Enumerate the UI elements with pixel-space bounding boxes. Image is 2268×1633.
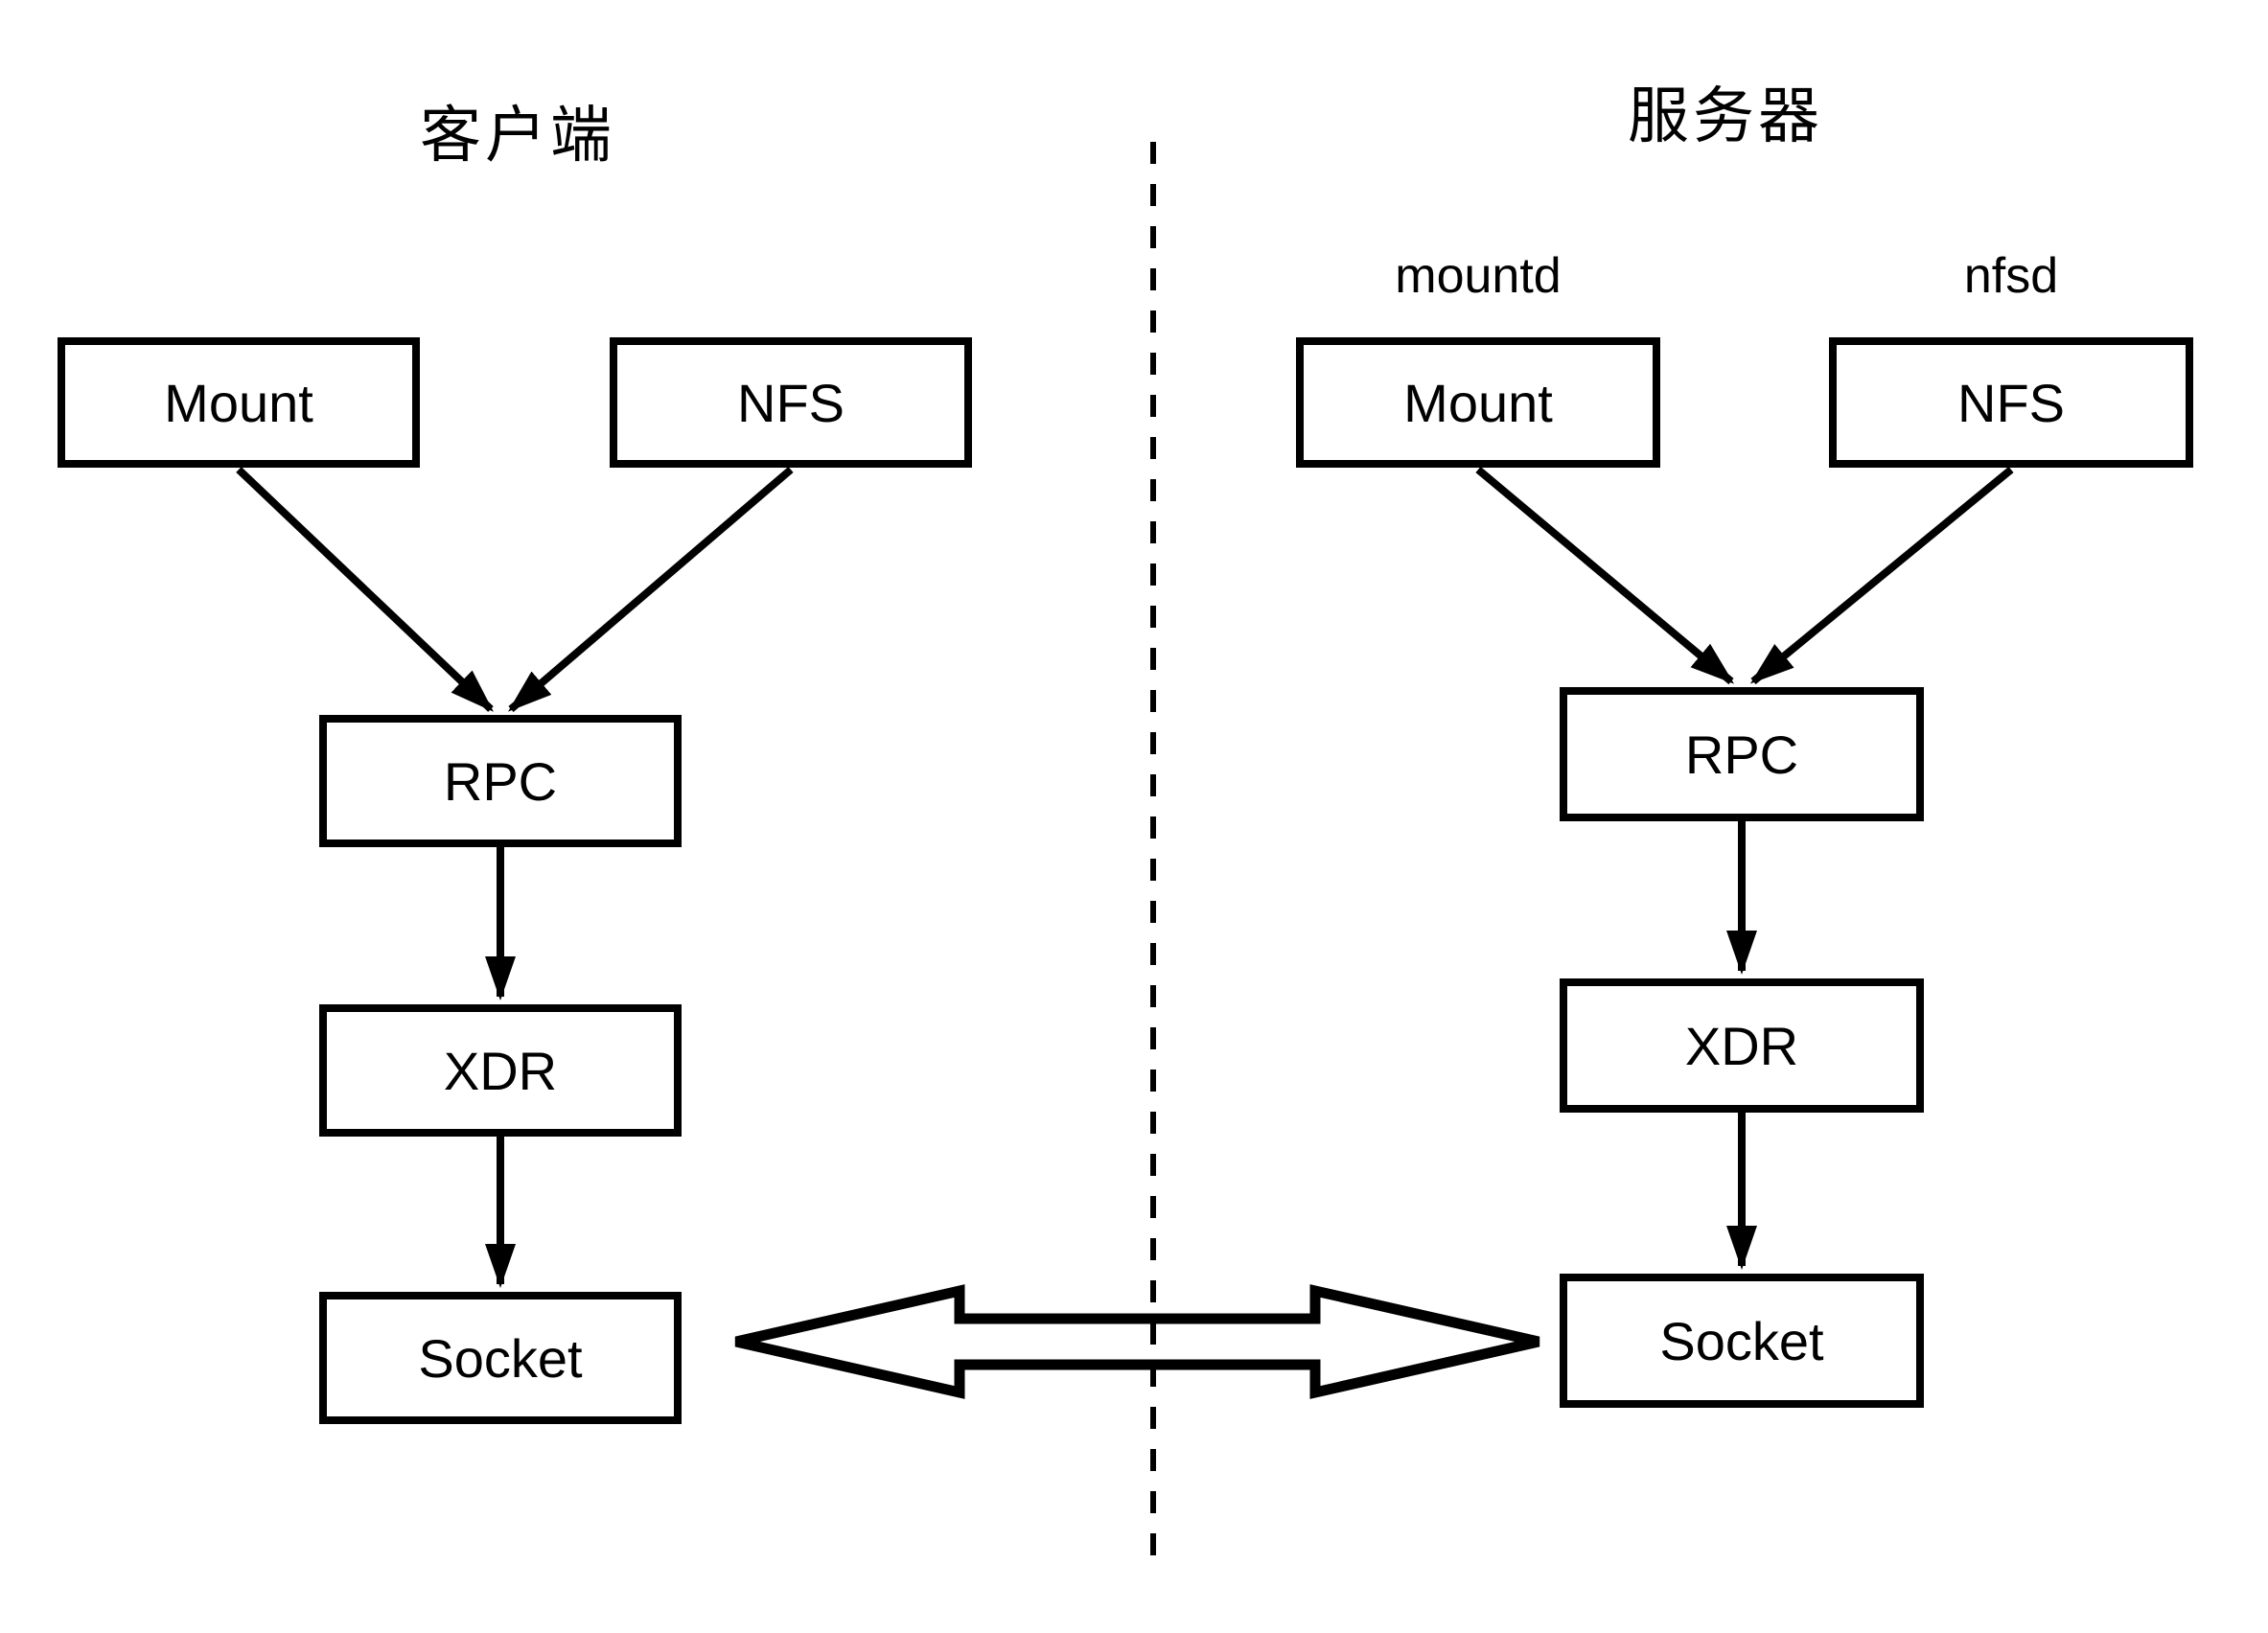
client-nfs-label: NFS [737, 372, 845, 433]
server-mount-to-rpc-arrow [1475, 466, 1735, 685]
server-socket-label: Socket [1659, 1310, 1824, 1371]
client-nfs-box: NFS [610, 337, 972, 468]
client-socket-label: Socket [418, 1327, 583, 1389]
mountd-label: mountd [1395, 248, 1562, 304]
client-xdr-box: XDR [319, 1004, 682, 1137]
server-rpc-label: RPC [1684, 724, 1799, 785]
server-nfs-label: NFS [1957, 372, 2065, 433]
nfsd-label: nfsd [1963, 248, 2059, 304]
server-xdr-box: XDR [1560, 978, 1924, 1113]
client-nfs-to-rpc-arrow [507, 466, 794, 713]
client-title: 客户端 [420, 101, 615, 170]
server-xdr-label: XDR [1684, 1015, 1799, 1076]
client-mount-to-rpc-arrow [236, 467, 494, 712]
client-socket-box: Socket [319, 1292, 682, 1424]
server-socket-box: Socket [1560, 1274, 1924, 1408]
server-mount-label: Mount [1403, 372, 1553, 433]
server-title: 服务器 [1628, 81, 1823, 150]
server-nfs-to-rpc-arrow [1749, 466, 2014, 685]
client-rpc-box: RPC [319, 715, 682, 847]
server-nfs-box: NFS [1829, 337, 2193, 468]
client-mount-box: Mount [58, 337, 420, 468]
socket-bidirectional-arrow [734, 1284, 1540, 1399]
client-xdr-label: XDR [443, 1040, 558, 1101]
server-mount-box: Mount [1296, 337, 1660, 468]
server-rpc-box: RPC [1560, 687, 1924, 821]
client-rpc-label: RPC [443, 750, 558, 812]
client-mount-label: Mount [164, 372, 313, 433]
